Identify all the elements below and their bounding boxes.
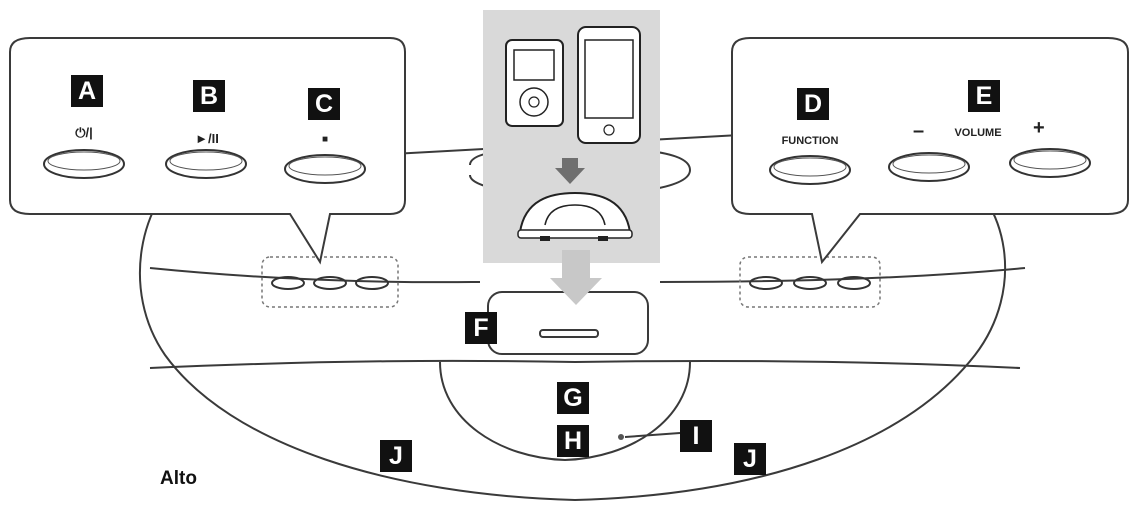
callout-letter-f: F	[465, 312, 497, 344]
callout-letter-b: B	[193, 80, 225, 112]
right-panel-buttons	[769, 148, 1091, 185]
volume-label: VOLUME	[954, 127, 1002, 139]
volume-plus-label: +	[1033, 117, 1045, 139]
stop-button[interactable]	[284, 154, 366, 184]
insert-arrow-icon	[550, 250, 602, 305]
callout-letter-j-right: J	[734, 443, 766, 475]
function-label: FUNCTION	[781, 135, 839, 147]
callout-letter-e: E	[968, 80, 1000, 112]
power-button[interactable]	[43, 149, 125, 179]
right-callout-bubble	[731, 37, 1129, 265]
volume-down-button[interactable]	[888, 152, 970, 182]
left-panel-buttons	[43, 149, 366, 184]
right-button-group	[739, 256, 881, 308]
indicator-leader	[624, 432, 681, 438]
top-seam	[149, 267, 1026, 284]
volume-minus-label: –	[913, 120, 925, 142]
model-label: Alto	[160, 468, 197, 489]
callout-letter-j-left: J	[380, 440, 412, 472]
callout-letter-g: G	[557, 382, 589, 414]
callout-letter-h: H	[557, 425, 589, 457]
play-pause-label: ►/II	[195, 131, 219, 146]
callout-letter-c: C	[308, 88, 340, 120]
dock-adapter-icon	[517, 191, 633, 241]
stop-label: ■	[321, 134, 329, 145]
function-button[interactable]	[769, 155, 851, 185]
front-dome	[439, 361, 691, 462]
callout-letter-i: I	[680, 420, 712, 452]
dock-slot	[539, 329, 599, 338]
sensor-dot	[618, 434, 624, 440]
callout-letter-d: D	[797, 88, 829, 120]
play-pause-button[interactable]	[165, 149, 247, 179]
volume-up-button[interactable]	[1009, 148, 1091, 178]
callout-letter-a: A	[71, 75, 103, 107]
iphone-icon	[577, 26, 641, 144]
down-arrow-icon	[555, 158, 585, 184]
lower-seam	[149, 359, 1021, 369]
ipod-classic-icon	[505, 39, 564, 127]
power-label: ⏻/|	[75, 125, 93, 140]
left-button-group	[261, 256, 399, 308]
